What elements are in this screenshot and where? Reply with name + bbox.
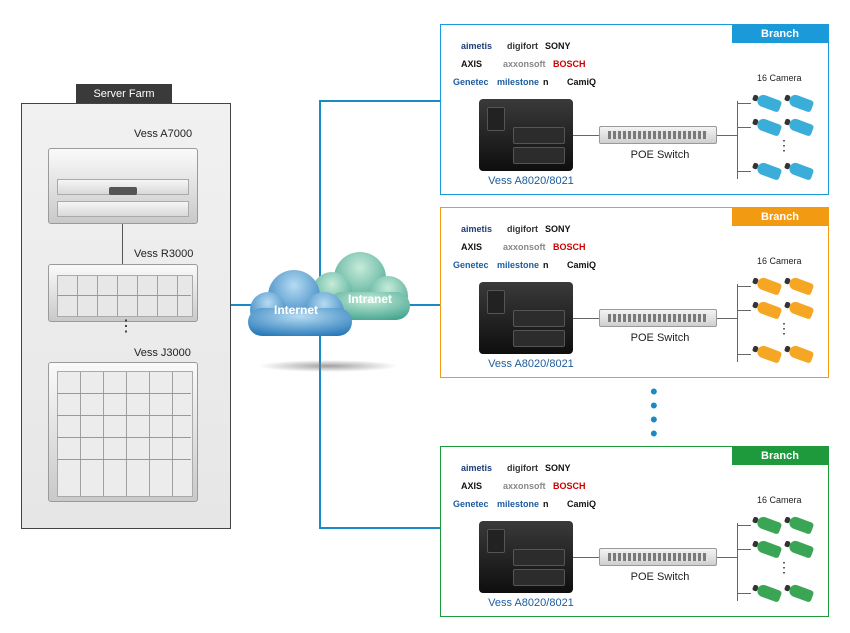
- partner-logo-0: aimetis: [461, 224, 493, 234]
- poe-switch: [599, 126, 717, 144]
- intranet-label: Intranet: [348, 292, 392, 306]
- server-farm-panel: Vess A7000 Vess R3000 ⋮ Vess J3000: [21, 103, 231, 529]
- branch-1: Branch aimetis digifort SONY AXIS axxonsoft BO…: [440, 24, 829, 195]
- partner-logo-0: aimetis: [461, 463, 493, 473]
- camera-icon: [787, 515, 815, 535]
- camera-count-label: 16 Camera: [757, 495, 802, 505]
- camera-icon: [755, 117, 783, 137]
- partner-logo-6: Genetec: [453, 260, 489, 270]
- partner-logo-3: AXIS: [461, 242, 483, 252]
- camera-icon: [755, 583, 783, 603]
- nas-device: [479, 521, 573, 593]
- camera-ellipsis: ⋮: [777, 559, 791, 575]
- camera-icon: [755, 344, 783, 364]
- partner-logo-2: SONY: [545, 463, 571, 473]
- partner-logo-8: n: [543, 77, 549, 87]
- partner-logo-5: BOSCH: [553, 59, 586, 69]
- partner-logo-7: milestone: [497, 77, 540, 87]
- partner-logo-7: milestone: [497, 499, 540, 509]
- partner-logo-4: axxonsoft: [503, 59, 546, 69]
- switch-label: POE Switch: [630, 332, 690, 344]
- partner-logo-1: digifort: [507, 224, 538, 234]
- poe-switch: [599, 548, 717, 566]
- switch-label: POE Switch: [630, 571, 690, 583]
- camera-icon: [787, 300, 815, 320]
- branch-tag: Branch: [732, 447, 828, 465]
- branch-1-line: [319, 100, 440, 102]
- partner-logo-6: Genetec: [453, 77, 489, 87]
- partner-logo-2: SONY: [545, 41, 571, 51]
- camera-count-label: 16 Camera: [757, 256, 802, 266]
- switch-label: POE Switch: [630, 149, 690, 161]
- camera-ellipsis: ⋮: [777, 137, 791, 153]
- server-a7000: [48, 148, 198, 224]
- partner-logo-8: n: [543, 499, 549, 509]
- camera-icon: [787, 276, 815, 296]
- nas-label: Vess A8020/8021: [488, 175, 574, 187]
- server-farm-title: Server Farm: [76, 84, 172, 104]
- nas-device: [479, 99, 573, 171]
- partner-logo-4: axxonsoft: [503, 481, 546, 491]
- branch-2: Branch aimetis digifort SONY AXIS axxonsoft BO…: [440, 207, 829, 378]
- server-j3000: [48, 362, 198, 502]
- branch-3-line: [319, 527, 440, 529]
- internet-label: Internet: [274, 303, 318, 317]
- camera-icon: [787, 539, 815, 559]
- server-label-r3000: Vess R3000: [134, 248, 194, 260]
- camera-icon: [755, 515, 783, 535]
- partner-logo-0: aimetis: [461, 41, 493, 51]
- partner-logo-9: CamiQ: [567, 260, 597, 270]
- partner-logo-4: axxonsoft: [503, 242, 546, 252]
- camera-icon: [787, 161, 815, 181]
- camera-ellipsis: ⋮: [777, 320, 791, 336]
- partner-logo-1: digifort: [507, 41, 538, 51]
- partner-logo-6: Genetec: [453, 499, 489, 509]
- internet-cloud-icon: [248, 270, 352, 336]
- network-clouds: Intranet Internet: [248, 252, 410, 372]
- camera-icon: [787, 344, 815, 364]
- branch-tag: Branch: [732, 25, 828, 43]
- server-ellipsis: ⋮: [118, 318, 134, 335]
- camera-icon: [787, 583, 815, 603]
- nas-label: Vess A8020/8021: [488, 597, 574, 609]
- branch-tag: Branch: [732, 208, 828, 226]
- camera-icon: [787, 117, 815, 137]
- camera-icon: [755, 539, 783, 559]
- nas-device: [479, 282, 573, 354]
- partner-logo-8: n: [543, 260, 549, 270]
- camera-icon: [755, 276, 783, 296]
- partner-logo-9: CamiQ: [567, 499, 597, 509]
- server-label-a7000: Vess A7000: [134, 128, 193, 140]
- camera-icon: [755, 93, 783, 113]
- server-r3000: [48, 264, 198, 322]
- partner-logo-2: SONY: [545, 224, 571, 234]
- server-label-j3000: Vess J3000: [134, 347, 191, 359]
- camera-icon: [755, 300, 783, 320]
- partner-logo-3: AXIS: [461, 481, 483, 491]
- camera-count-label: 16 Camera: [757, 73, 802, 83]
- partner-logo-1: digifort: [507, 463, 538, 473]
- intranet-cloud-icon: [312, 252, 410, 320]
- camera-icon: [755, 161, 783, 181]
- branch-2-line: [400, 304, 440, 306]
- branch-3: Branch aimetis digifort SONY AXIS axxonsoft BO…: [440, 446, 829, 617]
- partner-logo-5: BOSCH: [553, 481, 586, 491]
- partner-logo-7: milestone: [497, 260, 540, 270]
- partner-logo-9: CamiQ: [567, 77, 597, 87]
- partner-logo-5: BOSCH: [553, 242, 586, 252]
- partner-logo-3: AXIS: [461, 59, 483, 69]
- farm-to-cloud-line: [231, 304, 261, 306]
- camera-icon: [787, 93, 815, 113]
- poe-switch: [599, 309, 717, 327]
- nas-label: Vess A8020/8021: [488, 358, 574, 370]
